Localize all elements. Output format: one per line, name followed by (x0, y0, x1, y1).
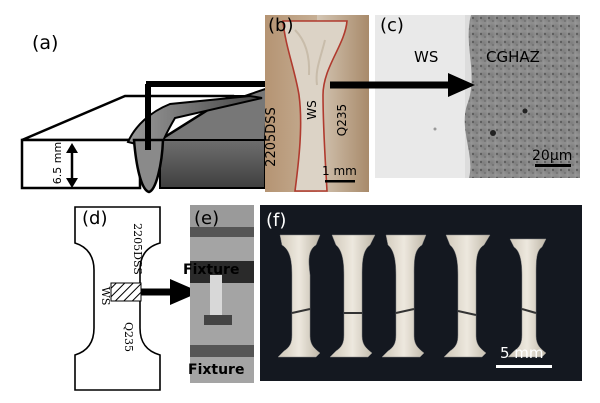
specimen-3 (381, 234, 427, 358)
panel-b-label: (b) (268, 15, 294, 36)
panel-f-photo (260, 205, 582, 381)
weld-strip (110, 282, 142, 302)
specimen-center-label: WS (99, 286, 112, 306)
panel-c-scale-label: 20μm (532, 148, 573, 164)
fusion-boundary (464, 15, 580, 178)
specimen-4 (443, 234, 491, 358)
panel-b-photo (265, 15, 369, 192)
panel-e-label: (e) (194, 208, 220, 229)
panel-e-photo (190, 205, 254, 383)
micro-cghaz-label: CGHAZ (486, 48, 540, 66)
fixture-bottom-label: Fixture (188, 362, 245, 378)
panel-c-photo (375, 15, 580, 178)
panel-d-label: (d) (82, 208, 108, 229)
dimension-label: 6.5 mm (51, 141, 64, 185)
panel-a-label: (a) (32, 32, 59, 54)
fixture-top-label: Fixture (183, 262, 240, 278)
panel-a-schematic (20, 81, 270, 194)
specimen-1 (277, 234, 321, 358)
specimen-top-metal-label: 2205DSS (131, 223, 144, 275)
panel-f-label: (f) (266, 210, 287, 231)
weld-center-label: WS (305, 100, 319, 120)
panel-f-scale-label: 5 mm (500, 344, 544, 362)
specimen-bottom-metal-label: Q235 (122, 321, 135, 352)
specimen-5 (507, 238, 547, 358)
weld-right-metal-label: Q235 (335, 103, 349, 137)
gray-plate (159, 139, 266, 189)
panel-d-specimen (74, 206, 200, 391)
micro-ws-label: WS (414, 48, 439, 66)
panel-b-scale-label: 1 mm (322, 164, 357, 178)
weld-zone (282, 20, 348, 192)
weld-left-metal-label: 2205DSS (264, 107, 279, 167)
white-plate-front (20, 138, 142, 190)
panel-b-to-c-arrow (330, 73, 475, 97)
panel-c-label: (c) (380, 15, 404, 36)
specimen-2 (329, 234, 376, 358)
